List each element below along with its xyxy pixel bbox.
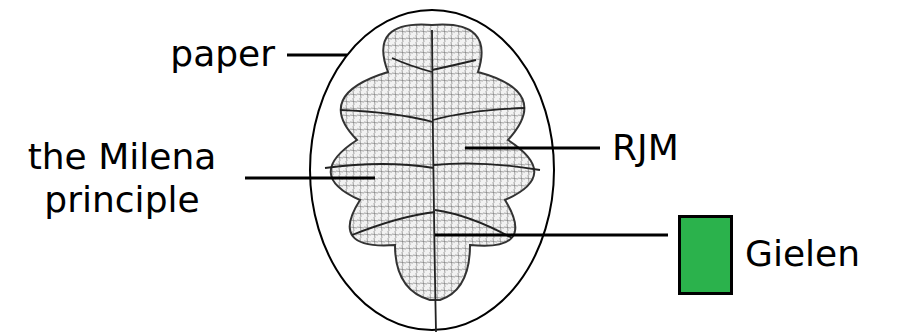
leader-lines bbox=[245, 55, 668, 235]
rjm-label: RJM bbox=[612, 126, 812, 169]
legend-swatch bbox=[678, 215, 733, 295]
principle-label: the Milena principle bbox=[6, 135, 238, 221]
leaf-veins bbox=[325, 30, 540, 332]
legend-text: Gielen bbox=[745, 232, 860, 275]
paper-label: paper bbox=[75, 32, 275, 75]
